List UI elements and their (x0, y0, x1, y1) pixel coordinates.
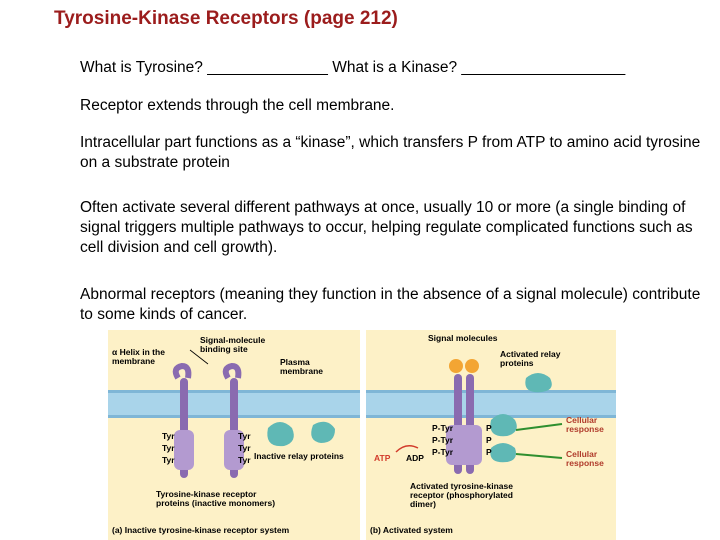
relay-protein (490, 443, 516, 463)
receptor-monomer-left (172, 362, 194, 478)
receptor-monomer-right (222, 362, 244, 478)
label-p: P (486, 435, 492, 445)
receptor-dimer (446, 374, 482, 474)
label-tyr: Tyr (238, 455, 251, 465)
relay-protein (311, 421, 335, 443)
label-plasma-membrane: Plasma membrane (280, 357, 323, 376)
question-line: What is Tyrosine? ______________ What is… (80, 59, 626, 76)
plasma-membrane-band (366, 390, 616, 418)
label-tyr: Tyr (238, 431, 251, 441)
caption-panel-a: (a) Inactive tyrosine-kinase receptor sy… (112, 525, 290, 535)
signal-molecule (449, 359, 463, 373)
slide-title: Tyrosine-Kinase Receptors (page 212) (54, 8, 398, 29)
relay-protein (267, 422, 294, 447)
signal-molecule (465, 359, 479, 373)
label-adp: ADP (406, 453, 424, 463)
label-atp: ATP (374, 453, 391, 463)
caption-panel-b: (b) Activated system (370, 525, 453, 535)
label-tyr: Tyr (162, 455, 175, 465)
cancer-description: Abnormal receptors (meaning they functio… (80, 286, 701, 323)
label-p: P (486, 447, 492, 457)
label-tyr: Tyr (162, 443, 175, 453)
label-signal-molecules: Signal molecules (428, 333, 498, 343)
relay-protein (525, 373, 552, 393)
label-p: P (486, 423, 492, 433)
label-cellular-response-1: Cellular response (566, 415, 604, 434)
figure-activated-system: Signal molecules Activated relay protein… (366, 330, 616, 540)
relay-protein (490, 414, 517, 437)
label-receptor-monomers: Tyrosine-kinase receptor proteins (inact… (156, 489, 276, 508)
response-arrow (515, 453, 563, 459)
label-signal-site: Signal-molecule binding site (200, 335, 266, 354)
figure-inactive-system: α Helix in the membrane Signal-molecule … (108, 330, 360, 540)
label-ptyr: P-Tyr (432, 435, 454, 445)
receptor-description: Receptor extends through the cell membra… (80, 97, 395, 114)
label-ptyr: P-Tyr (432, 447, 454, 457)
label-activated-relay: Activated relay proteins (500, 349, 561, 368)
label-alpha-helix: α Helix in the membrane (112, 347, 165, 366)
label-tyr: Tyr (162, 431, 175, 441)
label-activated-receptor: Activated tyrosine-kinase receptor (phos… (410, 481, 513, 509)
response-arrow (515, 423, 563, 431)
label-ptyr: P-Tyr (432, 423, 454, 433)
pathways-description: Often activate several different pathway… (80, 199, 693, 256)
label-inactive-relay: Inactive relay proteins (254, 451, 344, 461)
label-cellular-response-2: Cellular response (566, 449, 604, 468)
activated-system-illustration (366, 359, 616, 474)
label-tyr: Tyr (238, 443, 251, 453)
inactive-system-illustration (108, 349, 360, 478)
kinase-description: Intracellular part functions as a “kinas… (80, 134, 701, 171)
